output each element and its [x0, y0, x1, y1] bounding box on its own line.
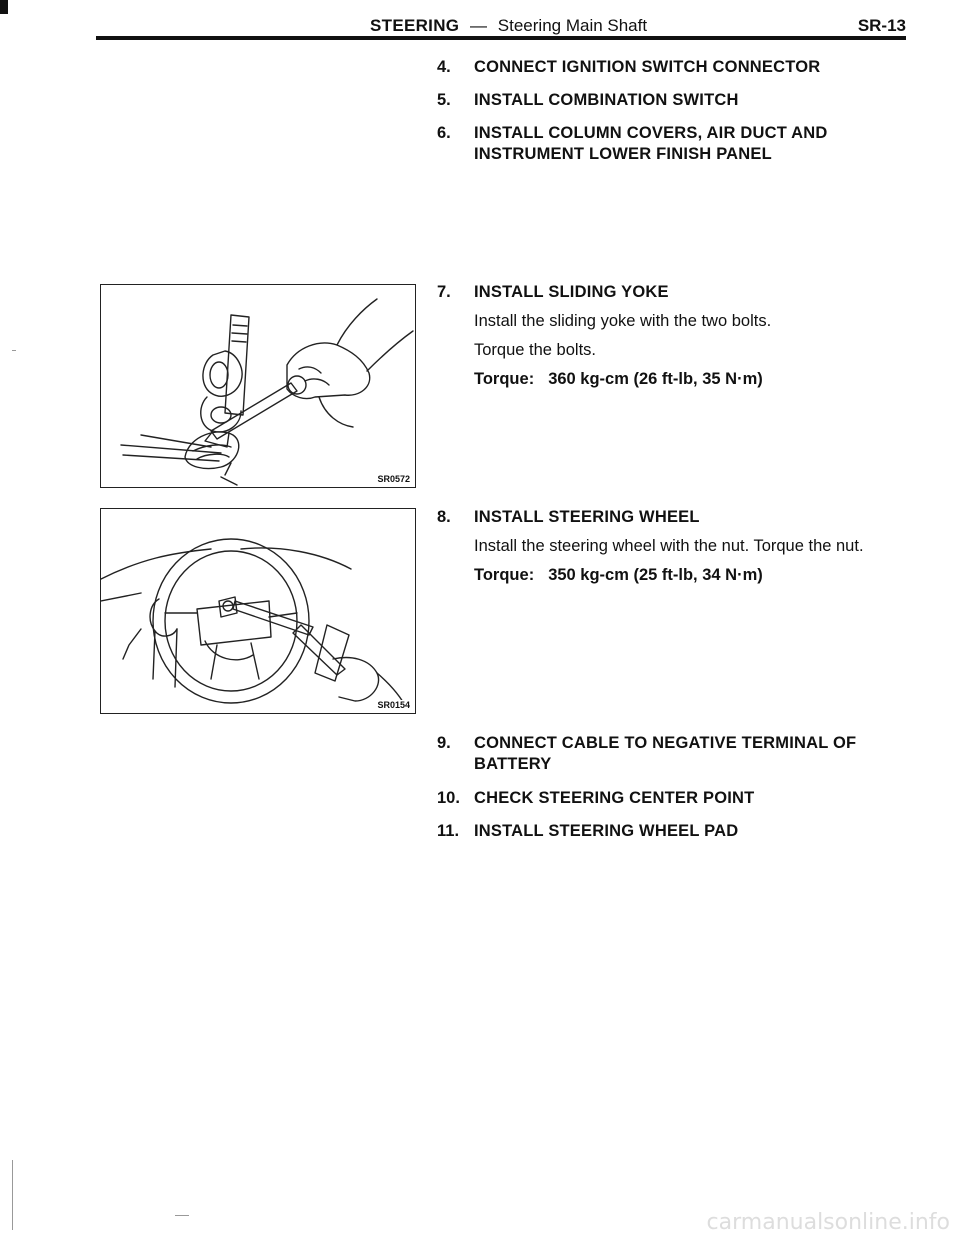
step-number: 6.: [437, 124, 451, 142]
step-number: 5.: [437, 91, 451, 109]
step-instruction: Install the steering wheel with the nut.…: [474, 537, 864, 555]
torque-spec: Torque: 360 kg-cm (26 ft-lb, 35 N·m): [474, 369, 934, 390]
torque-value: 360 kg-cm (26 ft-lb, 35 N·m): [548, 370, 763, 388]
section-title: STEERING: [370, 16, 460, 35]
scan-artifact: [175, 1215, 189, 1216]
torque-spec: Torque: 350 kg-cm (25 ft-lb, 34 N·m): [474, 565, 934, 586]
step-number: 10.: [437, 789, 460, 807]
step-instruction: Install the sliding yoke with the two bo…: [474, 312, 772, 330]
step-number: 7.: [437, 283, 451, 301]
step-number: 4.: [437, 58, 451, 76]
step-title: INSTALL STEERING WHEEL PAD: [474, 822, 739, 840]
page-number: SR-13: [857, 16, 906, 35]
scan-artifact: [12, 350, 16, 351]
step-number: 9.: [437, 734, 451, 752]
figure-sliding-yoke: SR0572: [100, 284, 416, 488]
step-number: 11.: [437, 822, 460, 840]
figure-code: SR0154: [376, 700, 411, 710]
figure-steering-wheel: SR0154: [100, 508, 416, 714]
step-title: INSTALL COLUMN COVERS, AIR DUCT AND INST…: [474, 124, 828, 163]
scan-artifact: [12, 1160, 13, 1230]
torque-label: Torque:: [474, 566, 535, 584]
torque-value: 350 kg-cm (25 ft-lb, 34 N·m): [548, 566, 763, 584]
step-number: 8.: [437, 508, 451, 526]
step-instruction: Torque the bolts.: [474, 341, 596, 359]
page-header: STEERING — Steering Main Shaft: [370, 16, 647, 36]
step-title: CHECK STEERING CENTER POINT: [474, 789, 755, 807]
torque-label: Torque:: [474, 370, 535, 388]
figure-code: SR0572: [376, 474, 411, 484]
step-title: CONNECT IGNITION SWITCH CONNECTOR: [474, 58, 821, 76]
step-title: CONNECT CABLE TO NEGATIVE TERMINAL OF BA…: [474, 734, 857, 773]
subsection-title: Steering Main Shaft: [497, 16, 648, 35]
step-title: INSTALL COMBINATION SWITCH: [474, 91, 739, 109]
steering-wheel-illustration: [101, 538, 408, 710]
sliding-yoke-illustration: [120, 298, 414, 486]
page-corner-mark: [0, 0, 8, 14]
watermark: carmanualsonline.info: [706, 1210, 950, 1235]
step-title: INSTALL SLIDING YOKE: [474, 283, 669, 301]
header-separator: —: [470, 16, 488, 35]
header-rule: [96, 36, 906, 40]
step-title: INSTALL STEERING WHEEL: [474, 508, 700, 526]
